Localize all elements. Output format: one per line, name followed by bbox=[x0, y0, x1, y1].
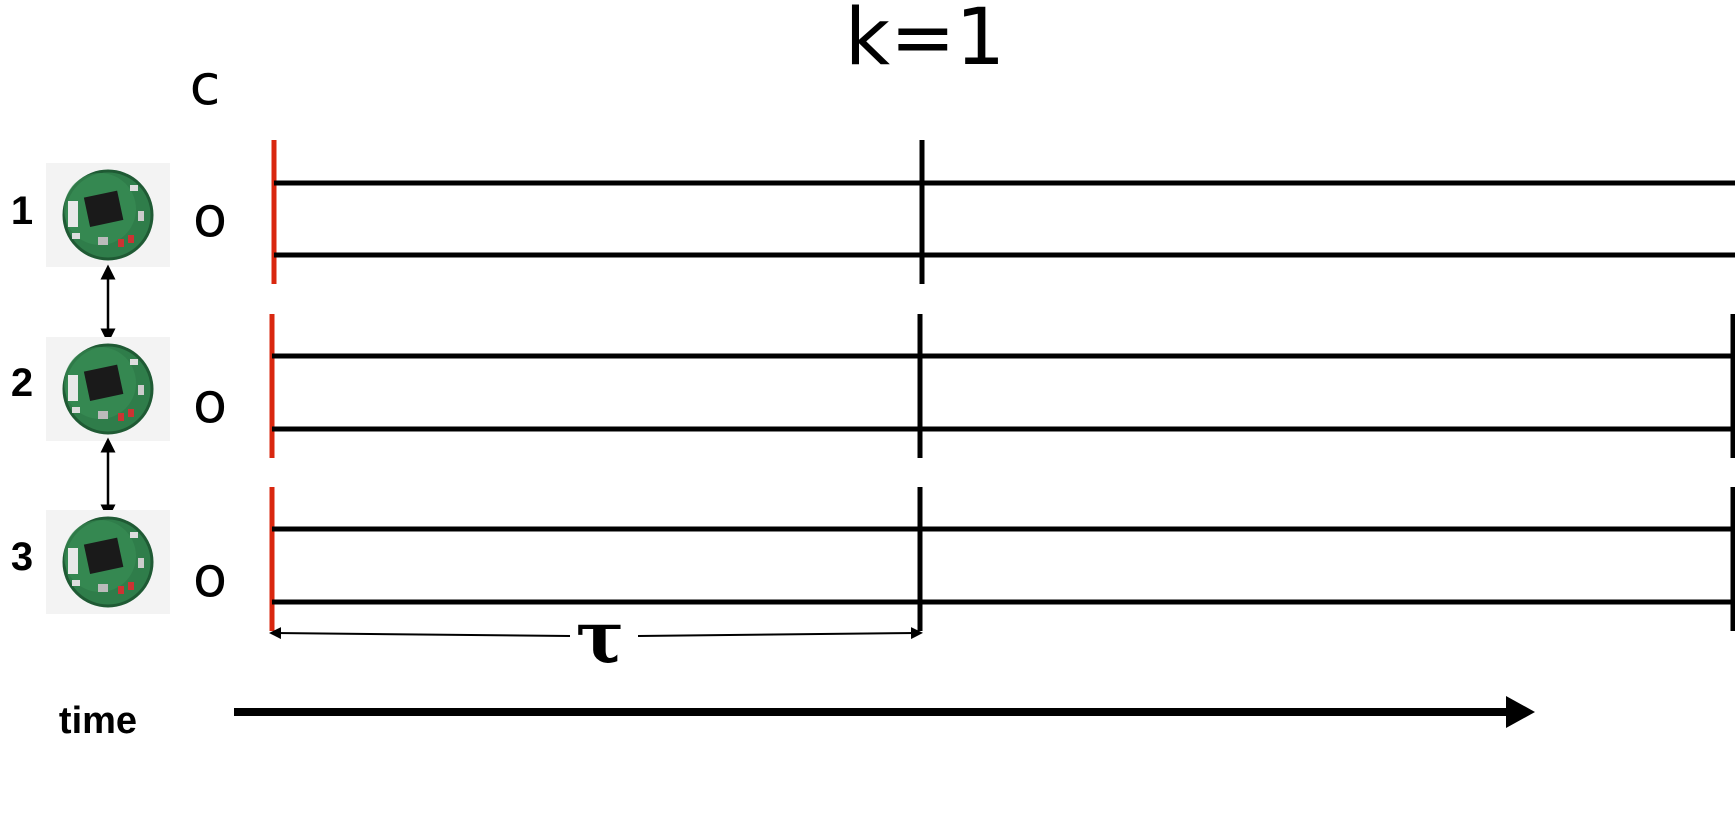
node-label: 3 bbox=[11, 535, 33, 579]
tau-arrow-left bbox=[269, 627, 571, 640]
tau-label: τ bbox=[576, 594, 624, 679]
track-symbol: o bbox=[193, 371, 227, 436]
node-label: 2 bbox=[11, 361, 33, 405]
c-symbol: c bbox=[190, 53, 221, 118]
tau-dimension: τ bbox=[269, 594, 923, 679]
time-label: time bbox=[59, 700, 137, 742]
tau-arrow-right bbox=[637, 627, 923, 640]
node-2: 2 o bbox=[11, 314, 1735, 458]
node-1: 1 o bbox=[11, 140, 1735, 284]
sensor-board-icon bbox=[44, 508, 172, 616]
node-3: 3 o bbox=[11, 487, 1735, 631]
k-label: k=1 bbox=[845, 0, 1005, 83]
track-symbol: o bbox=[193, 185, 227, 250]
sensor-board-icon bbox=[44, 335, 172, 443]
track-symbol: o bbox=[193, 545, 227, 610]
node-label: 1 bbox=[11, 189, 33, 233]
time-axis-arrow bbox=[234, 696, 1535, 728]
sensor-board-icon bbox=[44, 161, 172, 269]
